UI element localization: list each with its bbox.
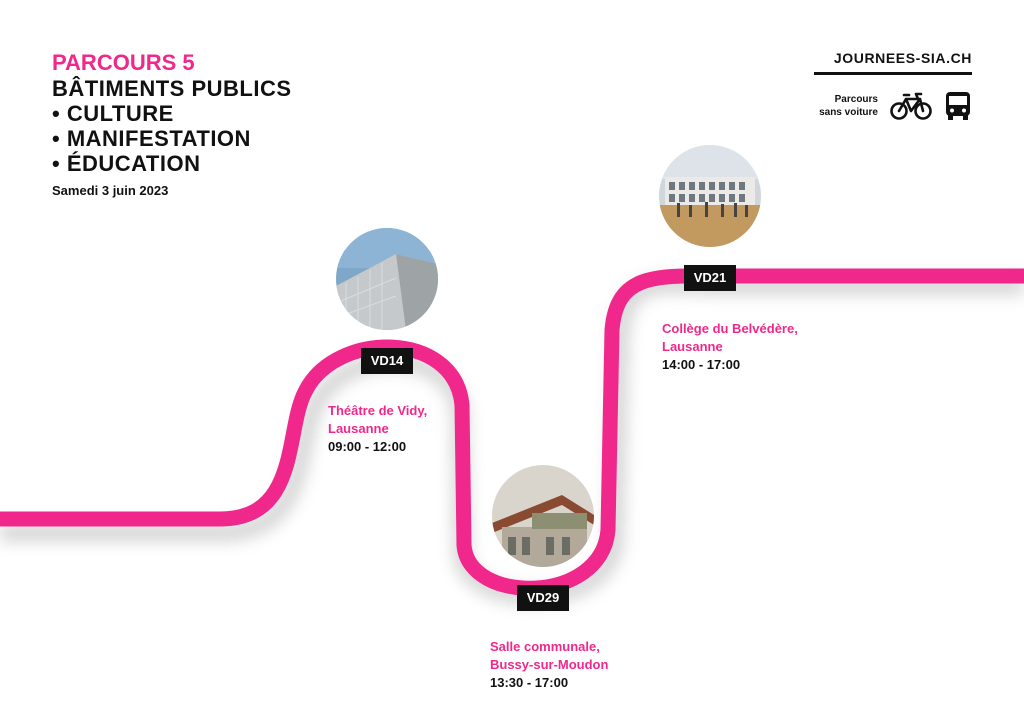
no-car-label: Parcours sans voiture [819, 94, 878, 118]
category-line: • CULTURE [52, 101, 174, 126]
stop-name: Théâtre de Vidy, Lausanne [328, 403, 428, 436]
stop-name: Collège du Belvédère, Lausanne [662, 321, 798, 354]
bus-icon [946, 92, 970, 120]
stop-time: 09:00 - 12:00 [328, 439, 407, 454]
bicycle-icon [890, 92, 932, 120]
category-line: BÂTIMENTS PUBLICS [52, 76, 292, 101]
stop-photo-vd29 [492, 465, 594, 567]
stop-code-badge: VD14 [361, 348, 413, 374]
site-link[interactable]: JOURNEES-SIA.CH [814, 50, 972, 75]
no-car-info: Parcours sans voiture [819, 90, 972, 122]
category-line: • ÉDUCATION [52, 151, 201, 176]
route-header: PARCOURS 5 BÂTIMENTS PUBLICS • CULTURE •… [52, 50, 292, 200]
stop-photo-vd21 [659, 145, 761, 247]
stop-photo-vd14 [336, 228, 438, 330]
route-label: PARCOURS 5 [52, 50, 195, 75]
stop-time: 14:00 - 17:00 [662, 357, 741, 372]
stop-time: 13:30 - 17:00 [490, 675, 569, 690]
stop-code-badge: VD21 [684, 265, 736, 291]
stop-code-badge: VD29 [517, 585, 569, 611]
category-line: • MANIFESTATION [52, 126, 251, 151]
stop-name: Salle communale, Bussy-sur-Moudon [490, 639, 609, 672]
event-date: Samedi 3 juin 2023 [52, 183, 169, 198]
site-name: JOURNEES-SIA.CH [814, 50, 972, 75]
